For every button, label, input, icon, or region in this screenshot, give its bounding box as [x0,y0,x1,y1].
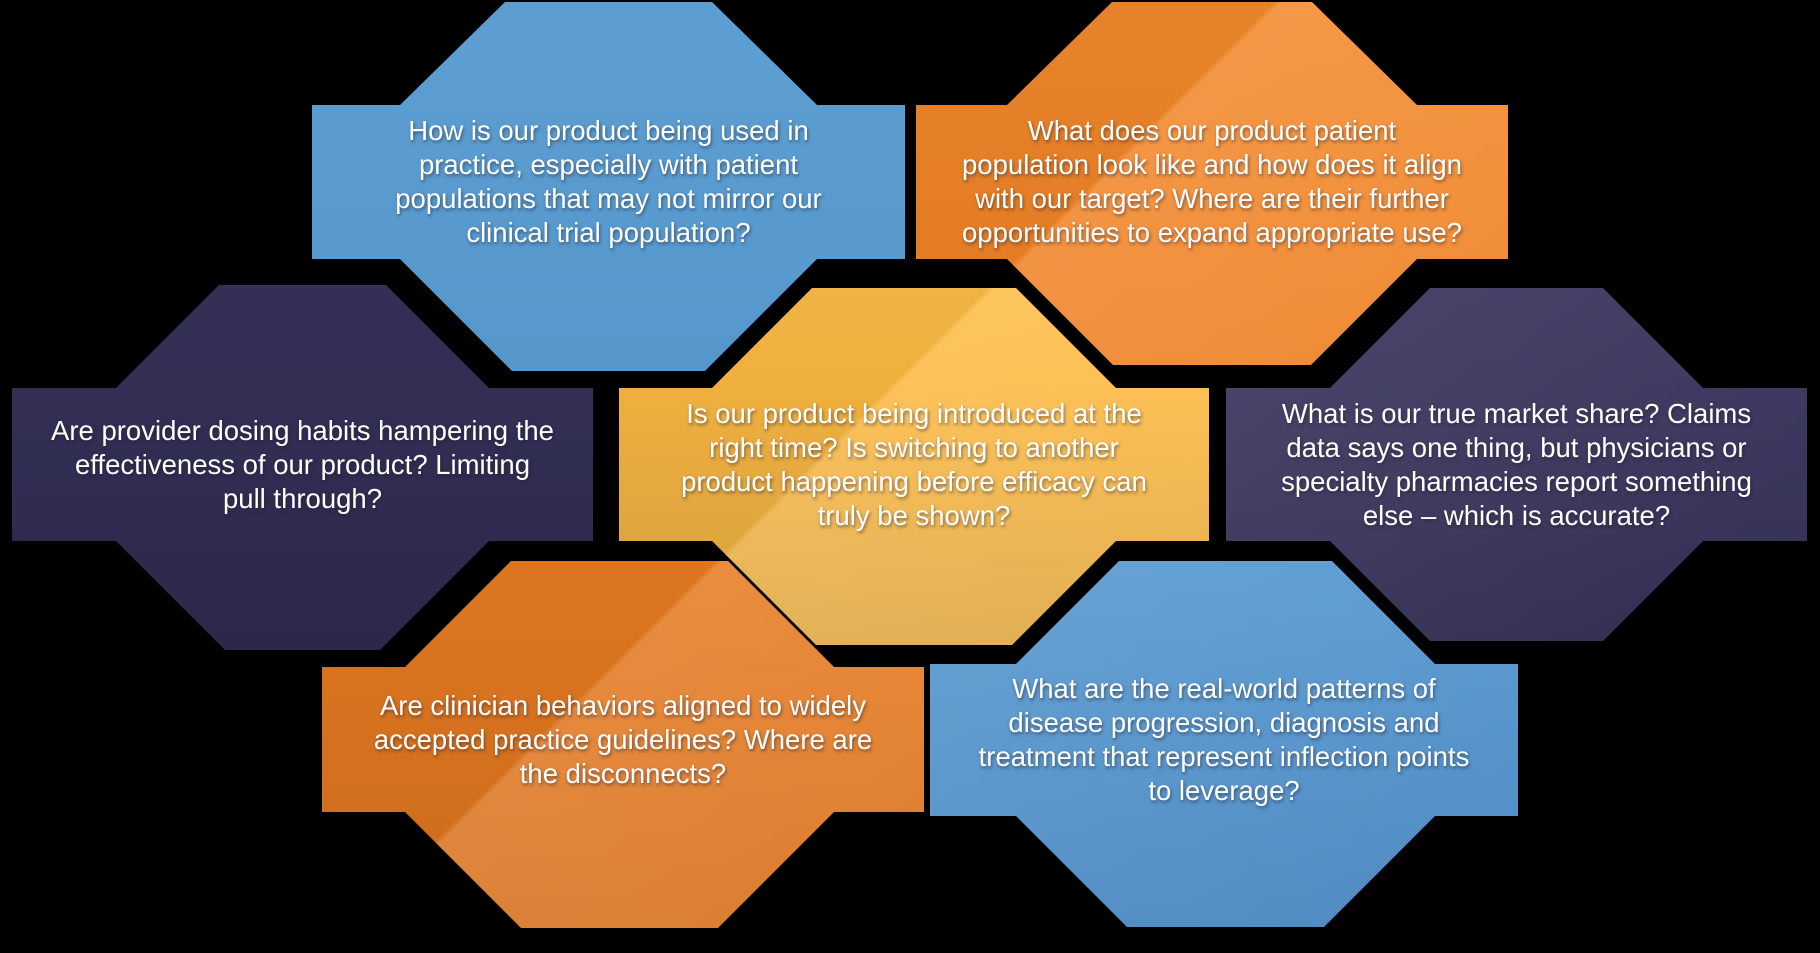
question-product-use-in-practice: How is our product being used in practic… [395,115,822,248]
question-true-market-share: What is our true market share? Claims da… [1281,397,1752,531]
question-patient-population-alignment: What does our product patient population… [962,115,1462,248]
question-provider-dosing-habits: Are provider dosing habits hampering the… [51,414,554,514]
question-real-world-patterns: What are the real-world patterns of dise… [978,673,1470,806]
question-clinician-behaviors-guidelines: Are clinician behaviors aligned to widel… [373,689,873,789]
question-product-timing-switching: Is our product being introduced at the r… [681,397,1147,531]
